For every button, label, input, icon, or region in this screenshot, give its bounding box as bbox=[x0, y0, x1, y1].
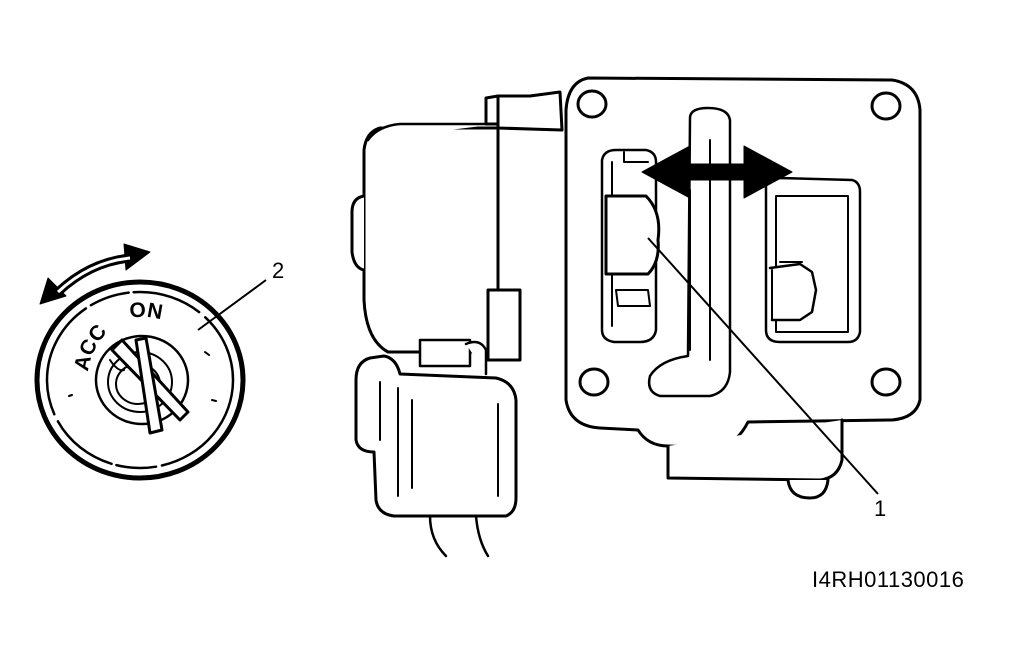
callout-1: 1 bbox=[647, 237, 886, 521]
mounting-flange bbox=[564, 76, 922, 500]
switch-inner-ring bbox=[45, 290, 235, 470]
key-blade bbox=[134, 336, 164, 435]
motor-assembly bbox=[350, 90, 564, 362]
callout-2: 2 bbox=[197, 258, 284, 331]
wiring-connector bbox=[354, 338, 518, 558]
valve-motion-arrow bbox=[641, 145, 793, 199]
key-barrel-outer bbox=[94, 334, 190, 426]
mounting-hole-bottom-left bbox=[578, 367, 610, 397]
mounting-hole-top-left bbox=[576, 89, 608, 119]
callout-1-label: 1 bbox=[874, 496, 886, 521]
ignition-switch bbox=[34, 279, 246, 481]
switch-rotation-arrow bbox=[39, 243, 151, 305]
callout-2-label: 2 bbox=[272, 258, 284, 283]
mounting-hole-top-right bbox=[870, 91, 902, 121]
valve-slider bbox=[604, 194, 661, 276]
mounting-hole-bottom-right bbox=[870, 367, 902, 397]
motor-housing bbox=[362, 126, 500, 354]
acc-label: ACC bbox=[70, 320, 111, 373]
connector-body bbox=[354, 354, 518, 518]
switch-outer-ring bbox=[34, 279, 246, 481]
figure-code: I4RH01130016 bbox=[812, 567, 965, 592]
on-label: ON bbox=[129, 299, 165, 325]
connector-wire bbox=[428, 514, 490, 558]
